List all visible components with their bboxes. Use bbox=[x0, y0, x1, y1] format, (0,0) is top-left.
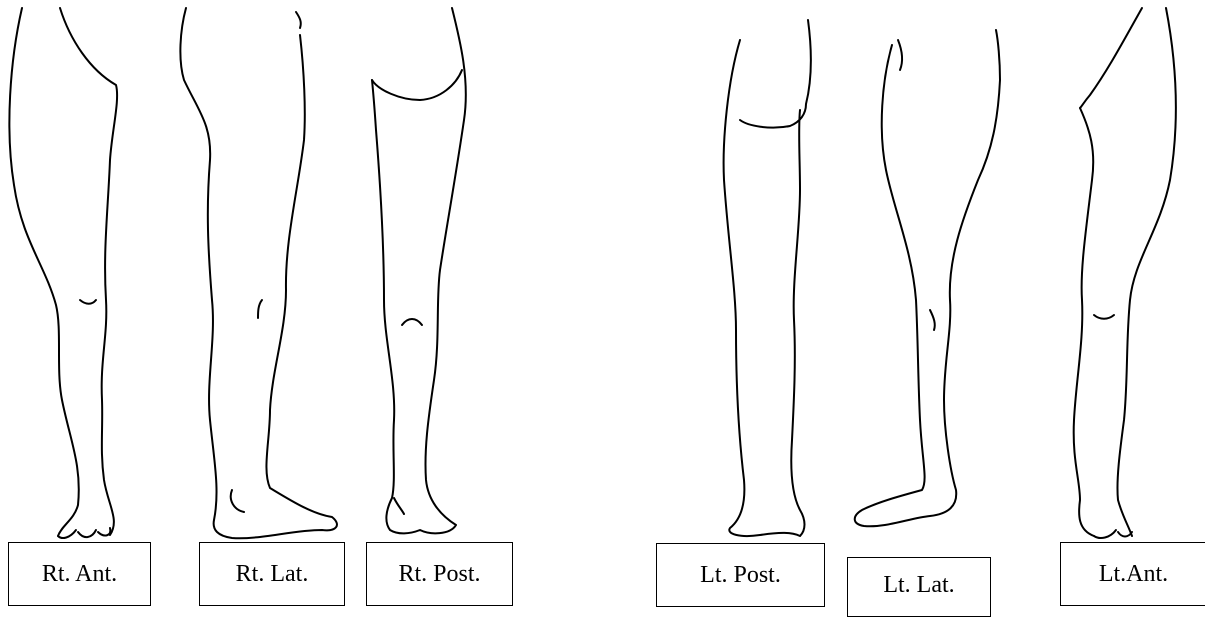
lt-post-leg-outline bbox=[724, 20, 811, 536]
rt-post-label: Rt. Post. bbox=[366, 542, 513, 606]
rt-lat-label: Rt. Lat. bbox=[199, 542, 345, 606]
lt-lat-leg-outline bbox=[855, 30, 1000, 526]
rt-lat-knee-mark bbox=[258, 300, 262, 318]
rt-ant-knee-mark bbox=[80, 300, 96, 304]
lt-ant-leg-outline bbox=[1074, 8, 1176, 538]
rt-post-knee-mark bbox=[402, 319, 422, 325]
rt-lat-leg-outline bbox=[180, 8, 337, 538]
lt-ant-knee-mark bbox=[1094, 315, 1114, 319]
rt-post-leg-outline bbox=[372, 8, 466, 533]
rt-ant-leg-outline bbox=[9, 8, 117, 538]
lt-lat-label: Lt. Lat. bbox=[847, 557, 991, 617]
lt-ant-label: Lt.Ant. bbox=[1060, 542, 1205, 606]
rt-ant-label: Rt. Ant. bbox=[8, 542, 151, 606]
lt-lat-knee-mark bbox=[930, 310, 935, 330]
lt-post-label: Lt. Post. bbox=[656, 543, 825, 607]
